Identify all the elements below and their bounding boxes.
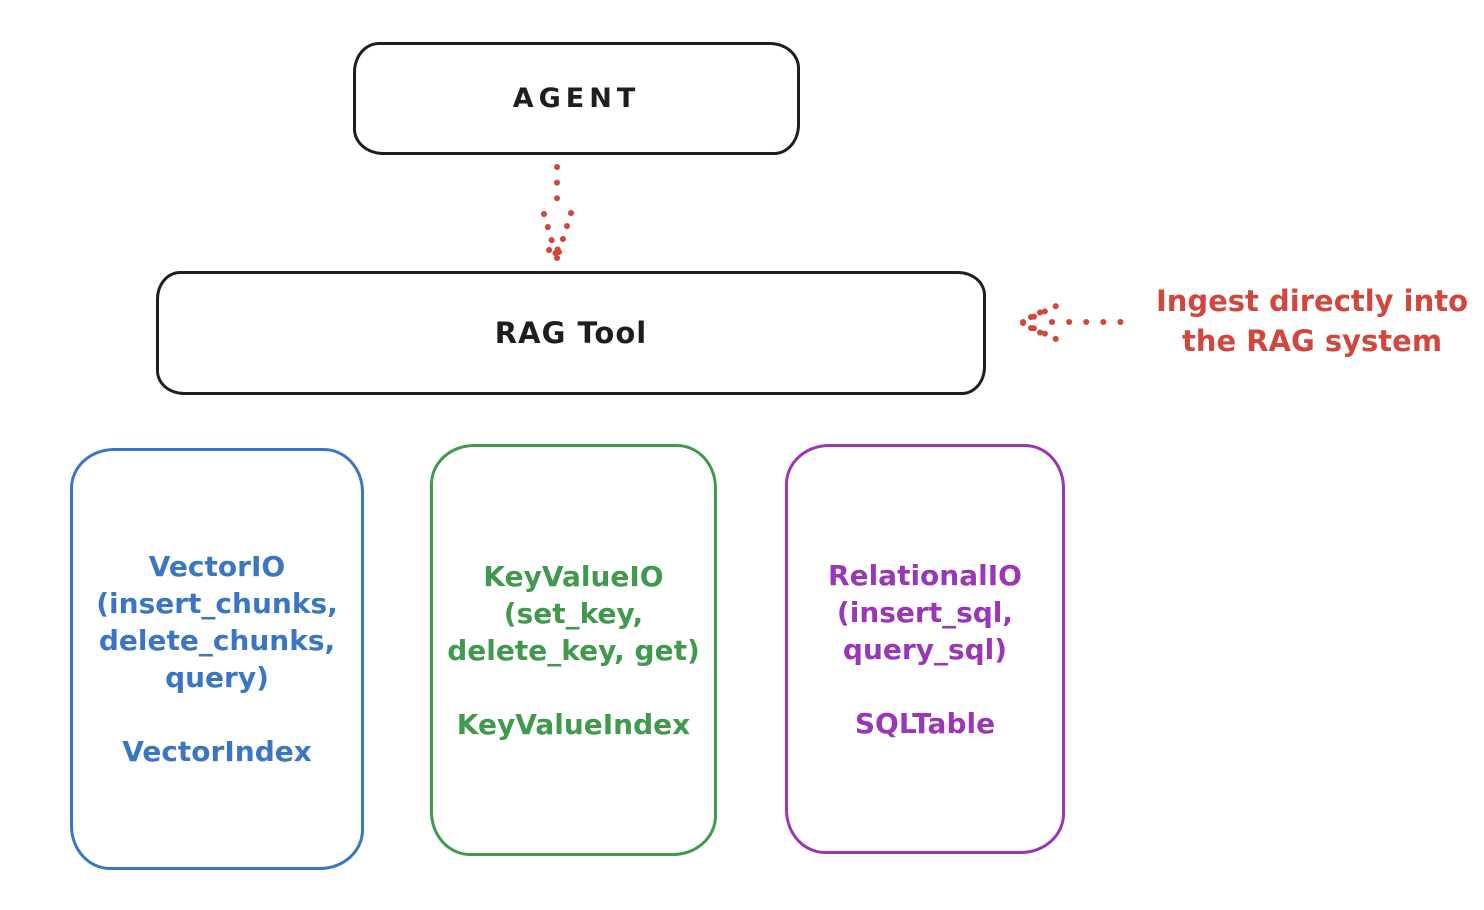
dotted-down-arrow-icon: [541, 164, 574, 261]
vector-io-text: VectorIO (insert_chunks, delete_chunks, …: [96, 548, 338, 696]
ingest-annotation-line1: Ingest directly into: [1155, 284, 1469, 318]
ingest-annotation: Ingest directly into the RAG system: [1138, 281, 1484, 361]
io-line: query): [165, 661, 269, 694]
agent-box: AGENT: [353, 42, 800, 155]
dotted-left-arrow-icon: [1020, 302, 1139, 343]
keyvalue-io-box: KeyValueIO (set_key, delete_key, get) Ke…: [430, 444, 717, 856]
agent-box-label: AGENT: [512, 83, 641, 114]
rag-tool-box: RAG Tool: [156, 271, 986, 395]
vector-index-label: VectorIndex: [122, 735, 312, 768]
io-line: delete_key, get): [447, 633, 700, 667]
relational-io-box: RelationalIO (insert_sql, query_sql) SQL…: [785, 444, 1065, 854]
io-line: (set_key,: [503, 596, 644, 630]
io-line: RelationalIO: [828, 558, 1022, 592]
io-line: KeyValueIO: [483, 559, 664, 593]
keyvalue-index-label: KeyValueIndex: [456, 707, 691, 741]
relational-io-text: RelationalIO (insert_sql, query_sql): [828, 557, 1022, 668]
io-line: (insert_sql,: [836, 595, 1014, 629]
io-line: delete_chunks,: [98, 624, 336, 657]
io-line: VectorIO: [148, 550, 286, 583]
io-line: query_sql): [842, 632, 1008, 666]
ingest-annotation-line2: the RAG system: [1181, 324, 1443, 358]
rag-tool-box-label: RAG Tool: [494, 316, 648, 350]
sql-table-label: SQLTable: [854, 706, 996, 740]
keyvalue-io-text: KeyValueIO (set_key, delete_key, get): [447, 558, 700, 669]
vector-io-box: VectorIO (insert_chunks, delete_chunks, …: [70, 448, 364, 870]
io-line: (insert_chunks,: [96, 587, 338, 620]
